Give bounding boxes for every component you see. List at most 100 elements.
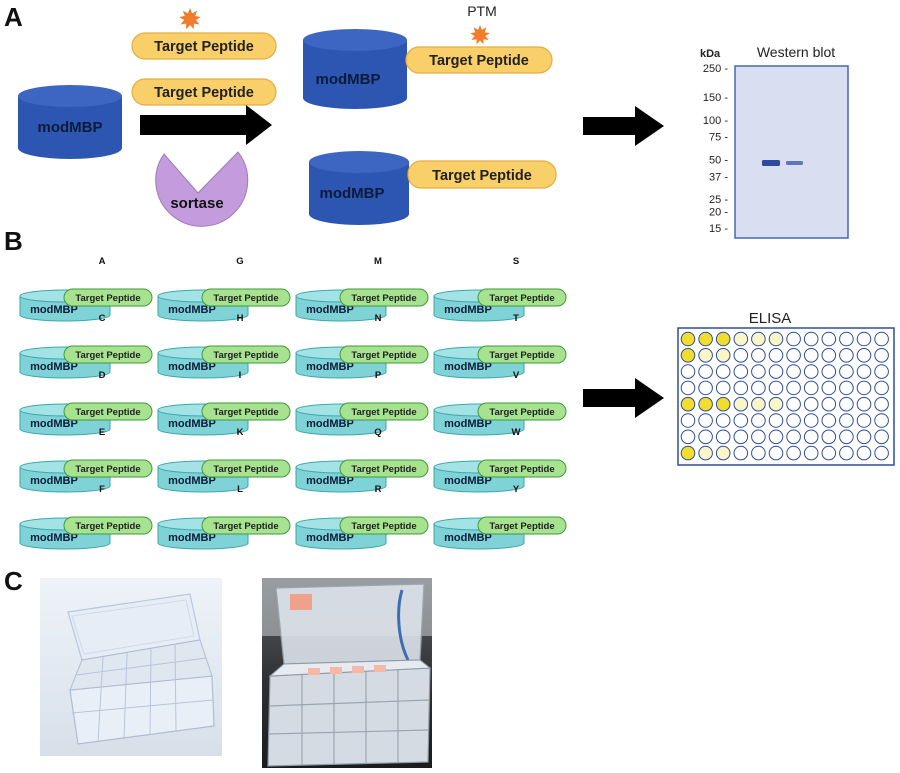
modmbp-label: modMBP <box>30 304 78 316</box>
modmbp-label: modMBP <box>444 418 492 430</box>
elisa-well <box>856 380 872 396</box>
elisa-well <box>786 429 801 445</box>
elisa-well <box>786 380 801 396</box>
modmbp-label: modMBP <box>30 475 78 487</box>
elisa-well <box>733 445 749 461</box>
elisa-well <box>751 396 766 412</box>
elisa-well <box>803 331 819 347</box>
marker-label: 25 - <box>709 194 728 206</box>
elisa-well <box>856 429 872 445</box>
elisa-well <box>821 364 837 379</box>
elisa-well <box>786 348 801 363</box>
peptide-label: Target Peptide <box>351 464 416 475</box>
peptide-label: Target Peptide <box>351 293 416 304</box>
elisa-well <box>768 331 784 347</box>
elisa-well <box>874 396 889 412</box>
elisa-well <box>698 429 713 445</box>
analysis-arrow <box>583 106 664 146</box>
elisa-well <box>821 331 837 347</box>
elisa-well <box>698 396 713 412</box>
modmbp-label: modMBP <box>306 361 354 373</box>
marker-label: 100 - <box>703 115 728 127</box>
peptide-label: Target Peptide <box>213 464 278 475</box>
elisa-plate <box>677 327 895 466</box>
elisa-well <box>680 396 696 412</box>
elisa-well <box>768 364 784 379</box>
target-peptide-with-ptm: Target Peptide <box>131 32 277 60</box>
marker-label: 250 - <box>703 63 728 75</box>
western-blot: Western blot kDa 250 - 150 - 100 - 75 - 50 -… <box>700 44 849 239</box>
blot-bands <box>762 160 803 166</box>
elisa-well <box>715 445 731 461</box>
elisa-well <box>839 413 854 428</box>
residue-letter: K <box>237 427 244 438</box>
elisa-well <box>874 429 889 445</box>
elisa-well <box>856 348 872 363</box>
reaction-arrow <box>140 105 272 145</box>
marker-label: 150 - <box>703 92 728 104</box>
screening-arrow <box>583 378 664 418</box>
panel-c-letter: C <box>4 566 23 596</box>
ptm-label: PTM <box>467 3 497 19</box>
modmbp-label: modMBP <box>316 71 381 88</box>
modmbp-label: modMBP <box>444 304 492 316</box>
peptide-label: Target Peptide <box>75 293 140 304</box>
elisa-well <box>821 396 837 412</box>
residue-letter: E <box>99 427 105 438</box>
elisa-well <box>733 396 749 412</box>
residue-letter: M <box>374 256 382 267</box>
elisa-well <box>874 413 889 428</box>
elisa-well <box>715 331 731 347</box>
elisa-well <box>751 429 766 445</box>
panel-a-letter: A <box>4 2 23 32</box>
elisa-well <box>856 364 872 379</box>
elisa-well <box>751 380 766 396</box>
marker-label: 50 - <box>709 155 728 167</box>
elisa-well <box>803 348 819 363</box>
modmbp-cylinder-product-1: modMBP <box>303 29 407 109</box>
elisa-well <box>680 331 696 347</box>
modmbp-label: modMBP <box>38 119 103 136</box>
elisa-well <box>680 380 696 396</box>
peptide-label: Target Peptide <box>75 464 140 475</box>
elisa-well <box>803 380 819 396</box>
ptm-star-icon <box>470 25 490 45</box>
peptide-label: Target Peptide <box>75 521 140 532</box>
blot-membrane <box>734 65 849 239</box>
sortase-enzyme: sortase <box>155 151 249 227</box>
marker-ladder: 250 -150 -100 -75 -50 -37 -25 -20 -15 - <box>703 63 728 235</box>
elisa-well <box>874 380 889 396</box>
elisa-well <box>680 413 696 428</box>
elisa-well <box>680 348 696 363</box>
target-peptide-attached: Target Peptide <box>407 160 557 189</box>
modmbp-label: modMBP <box>306 475 354 487</box>
kda-label: kDa <box>700 48 721 60</box>
peptide-label: Target Peptide <box>75 350 140 361</box>
elisa-title: ELISA <box>749 310 792 327</box>
elisa-well <box>733 348 749 363</box>
peptide-label: Target Peptide <box>489 521 554 532</box>
modmbp-label: modMBP <box>306 418 354 430</box>
elisa-well <box>715 380 731 396</box>
elisa-well <box>751 331 766 347</box>
modmbp-label: modMBP <box>444 475 492 487</box>
elisa-well <box>768 445 784 461</box>
western-blot-title: Western blot <box>757 44 835 60</box>
sample-box-photo <box>262 578 432 768</box>
elisa-well <box>768 429 784 445</box>
ptm-star-icon <box>179 8 201 30</box>
elisa-well <box>733 429 749 445</box>
modmbp-label: modMBP <box>168 418 216 430</box>
residue-letter: C <box>99 313 106 324</box>
marker-label: 75 - <box>709 132 728 144</box>
residue-letter: I <box>239 370 242 381</box>
elisa-well <box>715 396 731 412</box>
peptide-label: Target Peptide <box>489 293 554 304</box>
elisa-well <box>856 331 872 347</box>
elisa-well <box>786 364 801 379</box>
residue-letter: D <box>99 370 106 381</box>
